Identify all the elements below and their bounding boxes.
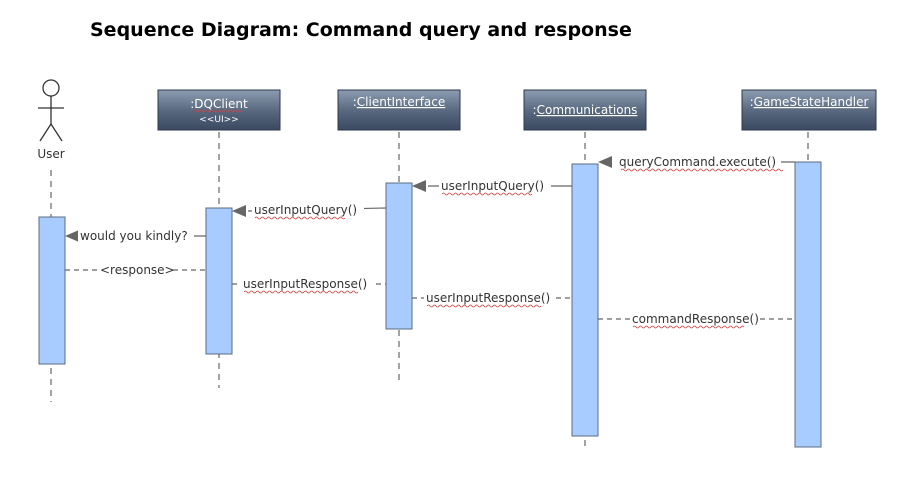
communications-name: Communications	[537, 103, 638, 117]
arrowhead-icon	[598, 156, 612, 168]
dqclient-activation-bar	[205, 207, 233, 355]
svg-text::DQClient: :DQClient	[190, 97, 248, 111]
stick-figure-icon	[38, 79, 64, 142]
clientinterface-name: ClientInterface	[357, 95, 445, 109]
arrowhead-icon	[232, 205, 246, 217]
gamestatehandler-name: GameStateHandler	[754, 95, 869, 109]
dqclient-stereotype: <<UI>>	[199, 115, 238, 125]
message-would-you-kindly[interactable]: would you kindly?	[65, 228, 206, 244]
message-label: userInputQuery()	[441, 179, 544, 193]
message-querycommand-execute[interactable]: queryCommand.execute()	[598, 154, 795, 172]
arrowhead-icon	[65, 230, 79, 242]
message-label: would you kindly?	[80, 229, 188, 243]
communications-header[interactable]: :Communications	[523, 89, 647, 131]
gamestatehandler-prefix: :	[750, 95, 754, 109]
svg-text::ClientInterface: :ClientInterface	[353, 95, 446, 109]
gamestatehandler-activation-bar	[794, 161, 822, 448]
user-activation-bar	[38, 216, 66, 365]
message-userinputquery-2[interactable]: userInputQuery()	[232, 202, 387, 220]
clientinterface-activation-bar	[385, 182, 413, 330]
diagram-title: Sequence Diagram: Command query and resp…	[90, 19, 632, 41]
message-response[interactable]: <response>	[65, 262, 206, 278]
message-userinputquery-1[interactable]: userInputQuery()	[412, 178, 572, 196]
communications-prefix: :	[533, 103, 537, 117]
message-label: queryCommand.execute()	[619, 155, 776, 169]
message-userinputresponse-1[interactable]: userInputResponse()	[232, 276, 386, 294]
message-label: userInputQuery()	[254, 203, 357, 217]
message-label: commandResponse()	[632, 312, 759, 326]
svg-text::Communications: :Communications	[533, 103, 638, 117]
message-label: userInputResponse()	[426, 291, 550, 305]
user-label: User	[37, 147, 64, 161]
dqclient-prefix: :	[190, 97, 194, 111]
message-label: userInputResponse()	[243, 277, 367, 291]
gamestatehandler-header[interactable]: :GameStateHandler	[741, 89, 877, 131]
user-actor: User	[37, 79, 65, 161]
message-commandresponse[interactable]: commandResponse()	[598, 311, 795, 329]
dqclient-name: DQClient	[194, 97, 248, 111]
clientinterface-prefix: :	[353, 95, 357, 109]
communications-activation-bar	[571, 163, 599, 437]
message-userinputresponse-2[interactable]: userInputResponse()	[412, 290, 572, 308]
message-label: <response>	[100, 263, 175, 277]
dqclient-header[interactable]: :DQClient <<UI>>	[157, 89, 281, 131]
svg-text::GameStateHandler: :GameStateHandler	[750, 95, 869, 109]
clientinterface-header[interactable]: :ClientInterface	[337, 89, 461, 131]
arrowhead-icon	[412, 180, 426, 192]
